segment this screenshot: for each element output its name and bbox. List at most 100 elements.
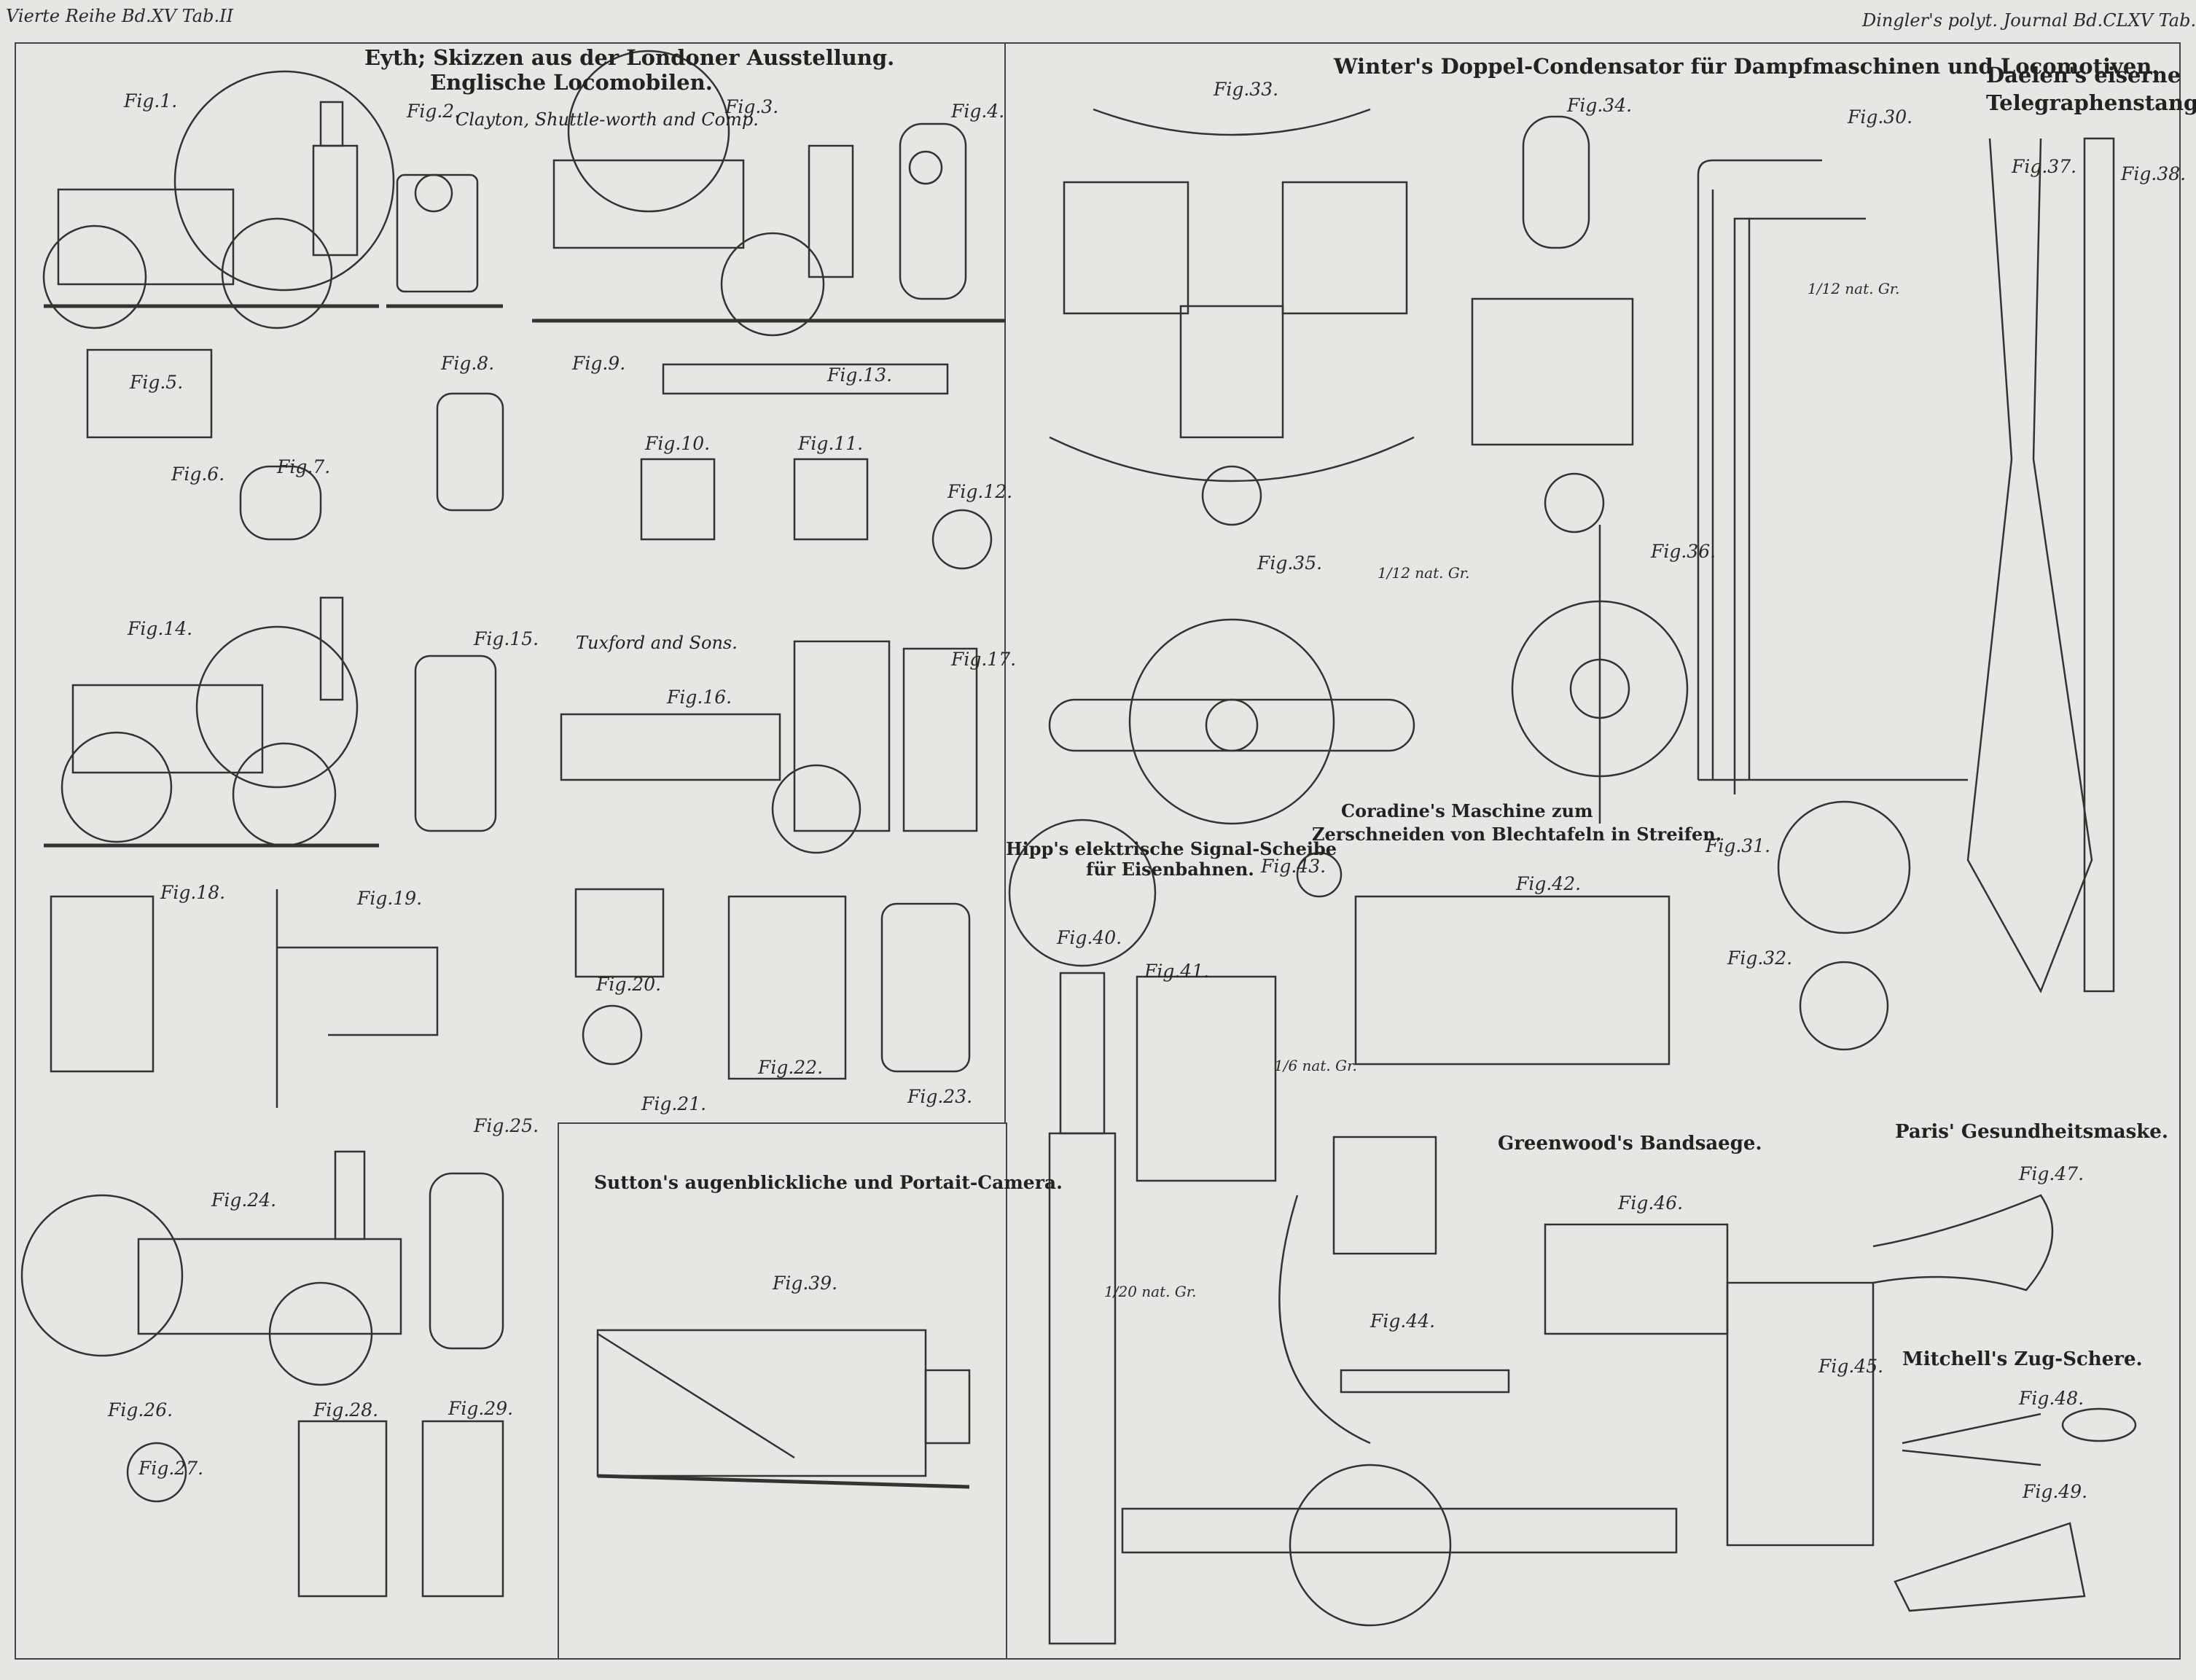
fig-label-21: Fig.21. (641, 1093, 707, 1114)
fig-label-43: Fig.43. (1261, 856, 1326, 877)
fig-label-44: Fig.44. (1370, 1310, 1436, 1332)
fig20-drawing (574, 888, 665, 978)
fig-label-12: Fig.12. (947, 481, 1013, 502)
fig-label-46: Fig.46. (1618, 1192, 1684, 1214)
fig-label-11: Fig.11. (798, 433, 864, 454)
header-left: Vierte Reihe Bd.XV Tab.II (6, 6, 234, 26)
fig-label-3: Fig.3. (725, 96, 779, 117)
fig-label-10: Fig.10. (645, 433, 711, 454)
fig41-drawing (1136, 975, 1277, 1182)
title-daelen-1: Daelen's eiserne (1986, 63, 2181, 87)
fig-label-37: Fig.37. (2012, 156, 2077, 177)
fig-label-22: Fig.22. (758, 1057, 824, 1078)
fig1-drawing (42, 70, 395, 329)
fig40-drawing (1008, 818, 1157, 1645)
fig22-drawing (727, 895, 847, 1080)
fig30-drawing (1697, 159, 1968, 794)
plate-border (15, 42, 2181, 1660)
fig-label-49: Fig.49. (2023, 1481, 2088, 1502)
fig-label-41: Fig.41. (1144, 961, 1210, 982)
fig12-drawing (931, 509, 993, 570)
fig-label-47: Fig.47. (2019, 1163, 2084, 1184)
fig-label-33: Fig.33. (1214, 79, 1279, 100)
fig44-drawing (1121, 1136, 1678, 1627)
title-hipp-1: Hipp's elektrische Signal-Scheibe (1006, 838, 1337, 859)
fig10-drawing (640, 458, 716, 541)
fig35-drawing (1048, 618, 1415, 825)
fig-label-18: Fig.18. (160, 882, 226, 903)
fig-label-5: Fig.5. (130, 372, 184, 393)
fig31-drawing (1777, 800, 1911, 934)
fig42-drawing (1354, 895, 1671, 1066)
fig38-drawing (2083, 137, 2115, 993)
fig29-drawing (421, 1420, 504, 1598)
fig-label-30: Fig.30. (1848, 106, 1913, 128)
fig2-drawing (386, 173, 503, 308)
label-clayton: Clayton, Shuttle-worth and Comp. (456, 109, 759, 130)
fig45-drawing (1726, 1281, 1875, 1547)
fig-label-8: Fig.8. (441, 353, 495, 374)
fig-label-42: Fig.42. (1516, 873, 1582, 894)
scale-fig40: 1/20 nat. Gr. (1104, 1283, 1197, 1300)
divider-vertical-lower (1004, 603, 1006, 1122)
scale-fig41: 1/6 nat. Gr. (1274, 1057, 1357, 1074)
title-greenwood: Greenwood's Bandsaege. (1498, 1133, 1762, 1154)
title-eyth: Eyth; Skizzen aus der Londoner Ausstellu… (364, 45, 895, 70)
fig-label-45: Fig.45. (1818, 1356, 1884, 1377)
fig-label-29: Fig.29. (448, 1398, 514, 1419)
title-englische-locomobilen: Englische Locomobilen. (430, 70, 713, 95)
fig-label-14: Fig.14. (128, 618, 193, 639)
fig-label-38: Fig.38. (2121, 163, 2187, 184)
fig24-drawing (20, 1150, 402, 1386)
fig-label-15: Fig.15. (474, 628, 539, 649)
fig17-drawing (902, 647, 978, 832)
title-paris: Paris' Gesundheitsmaske. (1895, 1121, 2168, 1143)
fig-label-20: Fig.20. (596, 974, 662, 995)
fig-label-35: Fig.35. (1257, 552, 1323, 574)
fig39-drawing (596, 1329, 971, 1489)
fig37-drawing (1966, 138, 2093, 993)
fig13-drawing (662, 363, 949, 395)
fig-label-1: Fig.1. (124, 90, 178, 112)
scale-fig35: 1/12 nat. Gr. (1378, 564, 1470, 582)
fig4-drawing (875, 122, 1006, 323)
fig18-drawing (50, 895, 155, 1073)
fig33-drawing (1049, 108, 1415, 526)
fig28-drawing (297, 1420, 388, 1598)
fig-label-19: Fig.19. (357, 888, 423, 909)
fig23-drawing (880, 902, 971, 1073)
fig32-drawing (1799, 961, 1889, 1051)
fig46-drawing (1544, 1223, 1729, 1335)
fig-label-16: Fig.16. (667, 687, 732, 708)
fig-label-27: Fig.27. (138, 1458, 204, 1479)
fig25-drawing (429, 1172, 504, 1350)
fig3-drawing (532, 50, 875, 337)
fig34-drawing (1471, 115, 1634, 534)
header-right: Dingler's polyt. Journal Bd.CLXV Tab.II (1862, 10, 2196, 31)
label-tuxford: Tuxford and Sons. (576, 633, 738, 653)
fig-label-34: Fig.34. (1567, 95, 1633, 116)
fig-label-36: Fig.36. (1651, 541, 1716, 562)
fig8-drawing (436, 392, 504, 512)
fig-label-39: Fig.39. (773, 1273, 838, 1294)
title-daelen-2: Telegraphenstangen. (1986, 90, 2196, 115)
fig-label-48: Fig.48. (2019, 1388, 2084, 1409)
fig49-drawing (1894, 1522, 2086, 1612)
divider-vertical (1004, 42, 1006, 603)
fig47-drawing (1872, 1194, 2054, 1292)
fig-label-6: Fig.6. (171, 464, 225, 485)
fig-label-2: Fig.2. (407, 101, 461, 122)
fig-label-4: Fig.4. (951, 101, 1005, 122)
title-coradine-1: Coradine's Maschine zum (1341, 800, 1593, 821)
fig-label-7: Fig.7. (277, 456, 331, 477)
fig27-drawing (126, 1442, 187, 1503)
title-hipp-2: für Eisenbahnen. (1086, 859, 1254, 880)
scale-fig30: 1/12 nat. Gr. (1808, 280, 1900, 297)
fig43-drawing (1296, 851, 1343, 898)
camera-panel-frame (558, 1122, 1007, 1658)
fig-label-25: Fig.25. (474, 1115, 539, 1136)
fig14-drawing (44, 596, 379, 848)
fig19-drawing (276, 889, 439, 1108)
title-winter: Winter's Doppel-Condensator für Dampfmas… (1334, 54, 2160, 79)
